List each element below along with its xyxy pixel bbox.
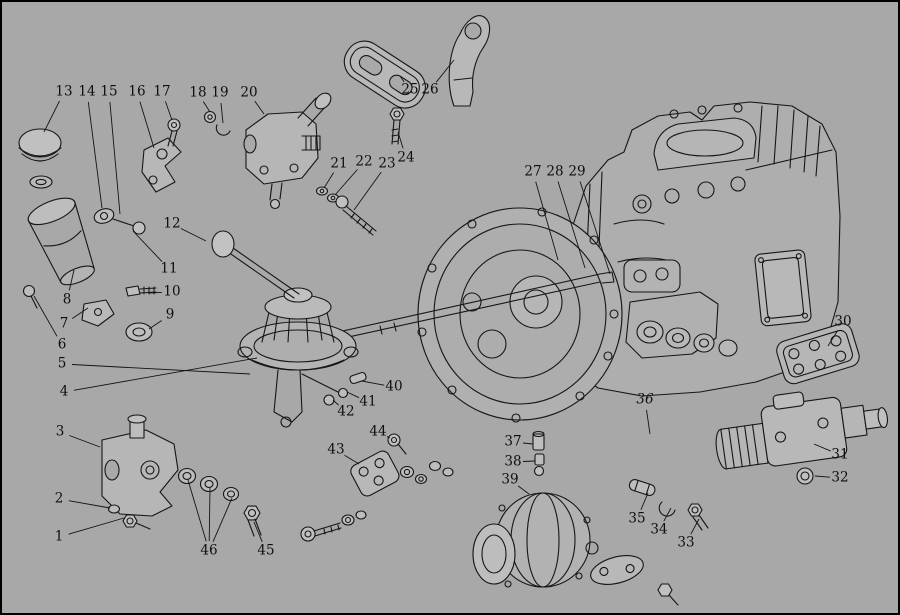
callout-label-10: 10 — [163, 283, 181, 300]
long-bolt — [335, 195, 377, 236]
clutch-bell-housing — [417, 207, 623, 423]
hex-bolt-33 — [687, 503, 709, 531]
callout-label-43: 43 — [327, 441, 345, 458]
valve-washers — [315, 186, 340, 203]
boot-cover — [27, 197, 95, 286]
callout-label-3: 3 — [55, 423, 65, 440]
callout-label-37: 37 — [504, 433, 522, 450]
callout-label-6: 6 — [57, 336, 67, 353]
gearbox-housing — [567, 101, 841, 397]
callout-label-24: 24 — [397, 149, 415, 166]
callout-label-20: 20 — [240, 84, 258, 101]
drilled-bracket — [350, 450, 454, 497]
callout-label-17: 17 — [153, 83, 171, 100]
callout-label-33: 33 — [677, 534, 695, 551]
callout-label-30: 30 — [834, 313, 852, 330]
brake-chamber — [472, 492, 599, 588]
callout-label-32: 32 — [831, 469, 849, 486]
lower-flange — [590, 555, 679, 606]
callout-label-23: 23 — [378, 155, 396, 172]
callout-label-34: 34 — [650, 521, 668, 538]
callout-label-2: 2 — [54, 490, 64, 507]
callout-label-9: 9 — [165, 306, 175, 323]
callout-label-38: 38 — [504, 453, 522, 470]
callout-label-25: 25 — [401, 81, 419, 98]
linkage-small-parts — [323, 371, 367, 406]
callout-label-5: 5 — [57, 355, 67, 372]
wedge-part — [81, 299, 115, 327]
bolt-washer-row — [300, 510, 367, 542]
bolt-vertical — [167, 118, 181, 147]
callout-label-21: 21 — [330, 155, 348, 172]
cap-part — [18, 128, 62, 162]
callout-label-26: 26 — [421, 81, 439, 98]
callout-label-8: 8 — [62, 291, 72, 308]
hex-bolt-bottom-left — [122, 514, 151, 530]
callout-label-27: 27 — [524, 163, 542, 180]
bolt-small-left — [125, 285, 157, 297]
callout-label-19: 19 — [211, 84, 229, 101]
callout-label-16: 16 — [128, 83, 146, 100]
seal-ring — [29, 175, 53, 189]
bottom-left-valve — [101, 414, 179, 517]
roll-pin — [628, 479, 656, 497]
callout-label-1: 1 — [54, 528, 64, 545]
callout-label-12: 12 — [163, 215, 181, 232]
mounting-flange — [776, 323, 860, 385]
shift-tower — [211, 230, 359, 428]
washer-part — [125, 322, 153, 342]
spring-clip — [658, 501, 676, 517]
pin-part — [22, 284, 38, 309]
hex-bolt-45 — [243, 505, 262, 537]
callout-label-4: 4 — [59, 383, 69, 400]
callout-label-46: 46 — [200, 542, 218, 559]
callout-label-18: 18 — [189, 84, 207, 101]
callout-label-11: 11 — [160, 260, 178, 277]
fittings-stack — [532, 430, 545, 477]
callout-label-28: 28 — [546, 163, 564, 180]
callout-leader-lines — [33, 59, 839, 542]
callout-label-40: 40 — [385, 378, 403, 395]
hex-bolt-44 — [387, 433, 407, 455]
ball-link — [93, 208, 146, 235]
callout-label-35: 35 — [628, 510, 646, 527]
snap-ring — [215, 124, 231, 136]
callout-label-22: 22 — [355, 153, 373, 170]
curved-bracket — [448, 15, 491, 107]
washer-set — [177, 467, 240, 502]
callout-label-29: 29 — [568, 163, 586, 180]
lever-bracket — [141, 137, 182, 193]
callout-label-45: 45 — [257, 542, 275, 559]
slotted-plate — [343, 40, 426, 109]
callout-label-7: 7 — [59, 315, 69, 332]
callout-label-39: 39 — [501, 471, 519, 488]
callout-label-13: 13 — [55, 83, 73, 100]
callout-label-14: 14 — [78, 83, 96, 100]
callout-label-44: 44 — [369, 423, 387, 440]
callout-label-15: 15 — [100, 83, 118, 100]
callout-label-42: 42 — [337, 403, 355, 420]
callout-label-36: 36 — [636, 391, 654, 408]
callout-label-31: 31 — [831, 446, 849, 463]
control-valve — [243, 92, 332, 210]
callout-label-41: 41 — [359, 393, 377, 410]
